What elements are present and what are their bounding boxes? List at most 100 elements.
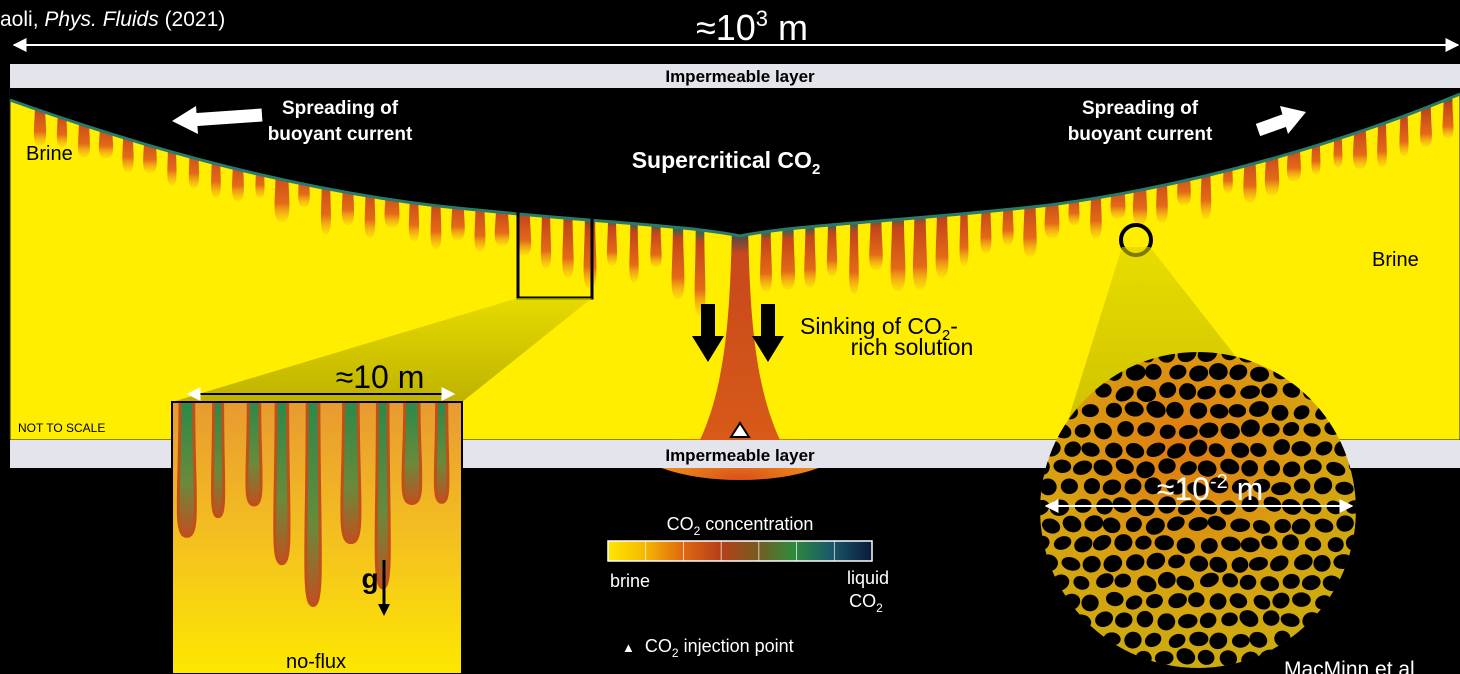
pore-grain [1094,422,1112,440]
pore-grain [1252,478,1271,493]
pore-grain [1115,612,1133,628]
finger [516,206,532,256]
pore-grain [1334,594,1353,611]
pore-grain [1197,352,1218,362]
brine-label-right: Brine [1372,249,1419,271]
pore-grain [1145,363,1162,380]
pore-grain [1115,386,1134,402]
pore-grain [1049,649,1069,665]
pore-grain [1326,613,1343,628]
pore-grain [1154,535,1174,551]
pore-grain [1159,424,1176,439]
pore-grain [1040,611,1048,627]
inset-left-scale-label: ≈10 m [336,359,425,395]
pore-grain [1282,573,1300,589]
finger [562,213,574,278]
pore-grain [1114,534,1133,552]
pore-grain [1292,592,1311,607]
pore-grain [1188,592,1205,608]
pore-grain [1157,613,1176,631]
injection-legend: ▲CO2 injection point [622,636,794,660]
pore-grain [1222,573,1238,588]
pore-grain [1189,365,1209,382]
pore-grain [1239,610,1259,627]
colorbar-left-label: brine [610,571,650,591]
pore-grain [1158,458,1176,474]
svg-text:Spreading of: Spreading of [1082,98,1199,119]
pore-grain [1241,460,1259,477]
pore-grain [1095,383,1112,398]
colorbar-right-label: liquid [847,568,889,588]
pore-grain [1041,518,1061,534]
sinking-label: Sinking of CO2- [800,313,958,344]
pore-grain [1135,535,1152,550]
pore-grain [1064,441,1081,457]
pore-grain [1112,652,1132,667]
pore-grain [1208,363,1228,380]
finger [1442,97,1454,139]
finger [869,218,883,271]
gravity-label: g [361,563,378,594]
pore-grain [1250,366,1270,382]
pore-grain [1105,442,1123,459]
pore-grain [1354,479,1356,493]
finger [540,210,552,269]
finger [1377,115,1387,168]
pore-grain [1207,515,1226,531]
finger [890,215,906,291]
pore-grain [1125,364,1146,381]
inset-left [172,402,462,674]
pore-grain [1137,575,1157,593]
pore-grain [1249,631,1268,648]
finger [650,225,662,268]
co2-plume [10,88,1460,236]
finger [912,212,928,290]
colorbar-ticks [645,541,835,561]
pore-grain [1199,612,1217,629]
pore-grain [1040,574,1049,589]
pore-grain [1354,631,1376,650]
pore-grain [1105,402,1122,418]
pore-grain [1166,401,1184,419]
pore-grain [1220,458,1240,475]
pore-grain [1293,478,1311,494]
pore-grain [1314,631,1334,648]
finger [826,224,838,277]
pore-grain [1060,478,1078,495]
pore-grain [1231,557,1249,573]
pore-grain [1335,481,1354,495]
credit: MacMinn et al [1284,658,1415,674]
zoom-cone-left [172,298,592,402]
inset-finger [245,402,263,507]
pore-grain [1146,400,1166,418]
pore-grain [1178,424,1198,439]
pore-grain [1326,461,1346,476]
sinking-arrows [692,304,784,362]
pore-grain [1301,575,1321,591]
pore-grain [1040,592,1058,607]
pore-grain [1187,482,1207,496]
pore-grain [1303,459,1322,475]
not-to-scale: NOT TO SCALE [18,421,105,435]
inset-finger [401,402,423,506]
pore-grain [1180,461,1197,476]
pore-grain [1199,422,1219,438]
pore-grain [1041,630,1058,647]
pore-grain [1261,383,1278,398]
pore-grain [1231,479,1250,494]
pore-grain [1248,556,1268,571]
pore-grain [1304,537,1322,552]
finger [781,228,795,290]
pore-grain [1096,573,1114,589]
citation: aoli, Phys. Fluids (2021) [0,8,225,31]
pore-grain [1189,631,1209,647]
pore-grain [1220,422,1240,440]
pore-grain [1144,477,1162,495]
pore-grain [1270,555,1289,572]
pore-grain [1063,632,1081,647]
pore-grain [1208,443,1225,458]
pore-grain [1082,632,1100,647]
injection-point-marker [729,421,751,438]
pore-grain [1169,364,1187,380]
